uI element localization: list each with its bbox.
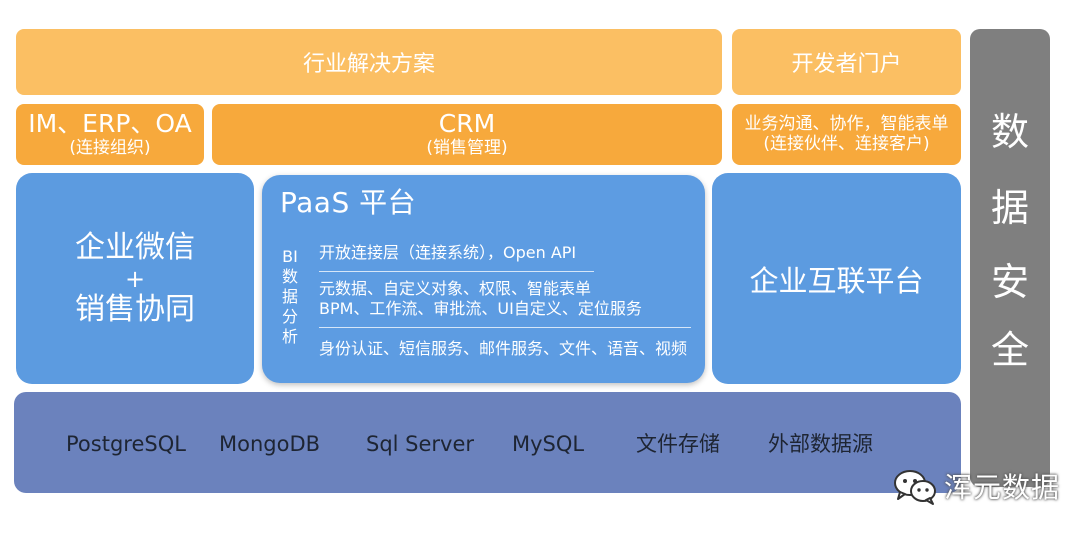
watermark-text: 浑元数据 xyxy=(944,471,1061,504)
bi-char: 分 xyxy=(281,307,298,326)
im-erp-oa-label: IM、ERP、OA xyxy=(28,109,192,139)
watermark: 浑元数据 xyxy=(892,466,1060,506)
industry-solutions-label: 行业解决方案 xyxy=(302,52,435,77)
paas-title: PaaS 平台 xyxy=(280,186,417,219)
crm-label: CRM xyxy=(438,109,496,139)
sales-collaboration-label: 销售协同 xyxy=(75,291,195,327)
enterprise-interconnect-block: 企业互联平台 xyxy=(712,173,961,384)
im-erp-oa-block: IM、ERP、OA (连接组织) xyxy=(16,104,204,165)
security-char: 安 xyxy=(990,260,1029,304)
security-char: 数 xyxy=(990,110,1029,154)
data-storage-bar: PostgreSQL MongoDB Sql Server MySQL 文件存储… xyxy=(14,392,961,493)
bi-analytics-column: BI 数 据 分 析 xyxy=(280,247,300,347)
partner-collaboration-label: 业务沟通、协作，智能表单 xyxy=(744,113,949,134)
storage-item-mongodb: MongoDB xyxy=(219,432,321,456)
storage-item-sqlserver: Sql Server xyxy=(366,432,475,456)
partner-collaboration-block: 业务沟通、协作，智能表单 (连接伙伴、连接客户) xyxy=(732,104,961,165)
storage-item-file-storage: 文件存储 xyxy=(636,432,720,456)
bi-char: 数 xyxy=(281,267,298,286)
sales-management-label: (销售管理) xyxy=(426,138,508,159)
open-connection-layer: 开放连接层（连接系统），Open API xyxy=(319,243,577,262)
wechat-icon xyxy=(894,470,936,505)
enterprise-interconnect-label: 企业互联平台 xyxy=(749,263,924,298)
connect-partners-label: (连接伙伴、连接客户) xyxy=(763,133,930,154)
wework-sales-block: 企业微信 + 销售协同 xyxy=(16,173,254,384)
developer-portal-label: 开发者门户 xyxy=(791,52,902,77)
paas-platform-block: PaaS 平台 BI 数 据 分 析 开放连接层（连接系统），Open API … xyxy=(262,175,705,383)
crm-block: CRM (销售管理) xyxy=(212,104,722,165)
bi-char: 析 xyxy=(281,327,298,346)
metadata-row: 元数据、自定义对象、权限、智能表单 xyxy=(319,279,592,298)
divider xyxy=(319,327,691,328)
bpm-workflow-row: BPM、工作流、审批流、UI自定义、定位服务 xyxy=(319,299,642,318)
security-char: 据 xyxy=(990,186,1029,230)
divider xyxy=(319,271,594,272)
storage-item-external-source: 外部数据源 xyxy=(768,432,873,456)
connect-organization-label: (连接组织) xyxy=(69,138,151,159)
base-services-row: 身份认证、短信服务、邮件服务、文件、语音、视频 xyxy=(319,339,688,358)
bi-char: 据 xyxy=(281,287,298,306)
industry-solutions-bar: 行业解决方案 xyxy=(16,29,722,95)
developer-portal-bar: 开发者门户 xyxy=(732,29,961,95)
storage-item-mysql: MySQL xyxy=(512,432,585,456)
data-security-block: 数 据 安 全 xyxy=(970,29,1050,487)
bi-char: BI xyxy=(282,247,298,266)
plus-sign: + xyxy=(124,264,146,293)
storage-item-postgresql: PostgreSQL xyxy=(66,432,186,456)
security-char: 全 xyxy=(990,328,1029,372)
wework-label: 企业微信 xyxy=(75,230,195,265)
